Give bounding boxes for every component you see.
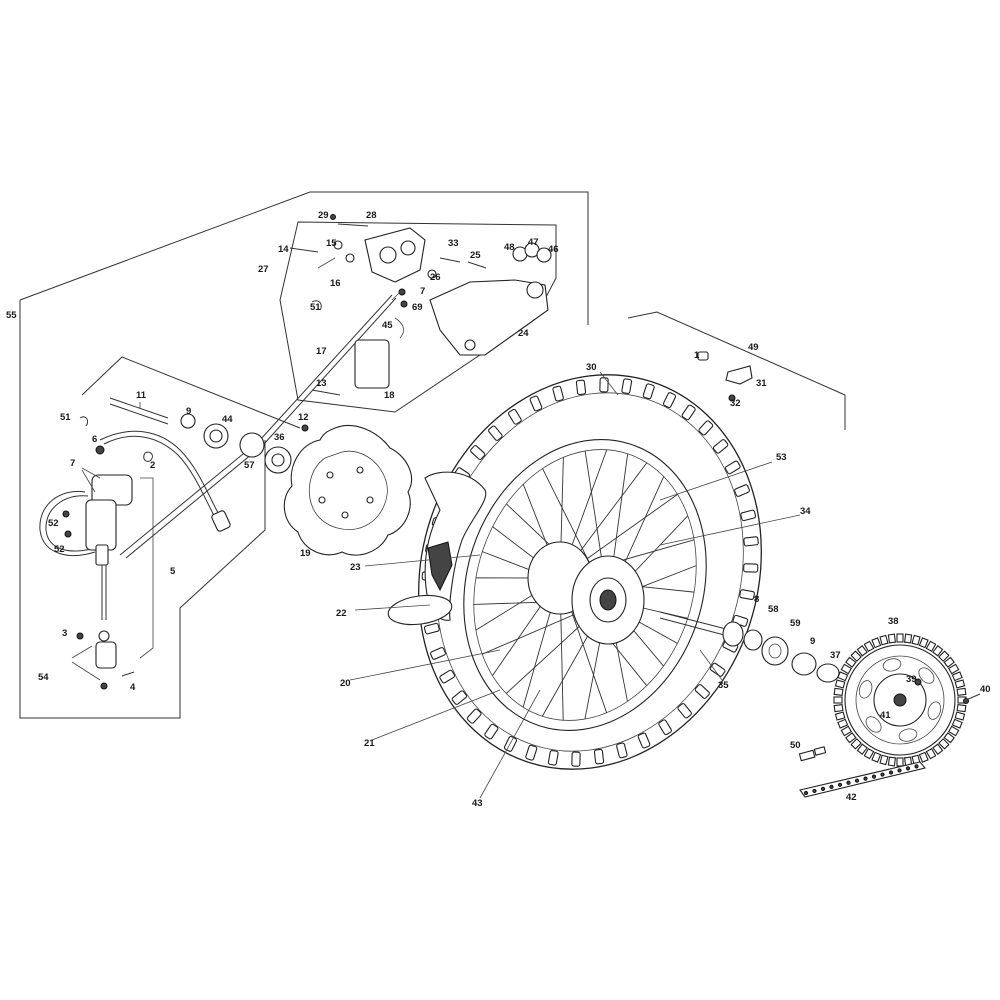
rear-sprocket [833,633,967,767]
callout-58: 58 [768,604,779,615]
callout-39: 39 [906,674,917,685]
callout-35: 35 [718,680,729,691]
callout-69: 69 [412,302,423,313]
callout-52a: 52 [48,518,59,529]
callout-5: 5 [170,566,176,577]
leader-lines [71,257,801,799]
callout-55: 55 [6,310,17,321]
brake-disc [283,424,413,556]
rear-master-cylinder [62,416,153,690]
callout-2: 2 [150,460,155,471]
callout-36: 36 [274,432,285,443]
callout-47: 47 [528,237,539,248]
bolt-40 [963,693,981,704]
callout-38: 38 [888,616,899,627]
group-outline-27 [279,221,557,413]
callout-16: 16 [330,278,341,289]
callout-42: 42 [846,792,857,803]
callout-25: 25 [470,250,481,261]
callout-26: 26 [430,272,441,283]
callout-6: 6 [92,434,97,445]
callout-19: 19 [300,548,311,559]
group-outline-5 [139,477,154,659]
callout-22: 22 [336,608,347,619]
brake-caliper-assembly [289,214,552,396]
callout-29: 29 [318,210,329,221]
callout-14: 14 [278,244,289,255]
callout-20: 20 [340,678,351,689]
brake-hose [39,294,397,559]
callout-24: 24 [518,328,529,339]
callout-31: 31 [756,378,767,389]
callout-33: 33 [448,238,459,249]
callout-52b: 52 [54,544,65,555]
callout-30: 30 [586,362,597,373]
callout-45: 45 [382,320,393,331]
callout-15: 15 [326,238,337,249]
callout-13: 13 [316,378,327,389]
drive-chain [798,746,926,798]
callout-3: 3 [62,628,67,639]
callout-40: 40 [980,684,991,695]
callout-46: 46 [548,244,559,255]
callout-43: 43 [472,798,483,809]
wheel-hub [527,541,645,645]
callout-41: 41 [880,710,891,721]
callout-labels: 55 29 28 27 14 15 16 33 25 48 47 46 26 7… [6,210,991,809]
chain-adjuster [697,351,753,402]
callout-28: 28 [366,210,377,221]
callout-18: 18 [384,390,395,401]
callout-51b: 51 [60,412,71,423]
callout-17: 17 [316,346,327,357]
callout-8: 8 [754,594,759,605]
callout-50: 50 [790,740,801,751]
callout-9b: 9 [810,636,815,647]
callout-7a: 7 [420,286,425,297]
callout-32: 32 [730,398,741,409]
callout-7b: 7 [70,458,75,469]
callout-48: 48 [504,242,515,253]
callout-53: 53 [776,452,787,463]
axle-rod [109,397,309,474]
callout-12: 12 [298,412,309,423]
callout-37: 37 [830,650,841,661]
callout-57: 57 [244,460,255,471]
callout-34: 34 [800,506,811,517]
callout-11: 11 [136,390,147,401]
callout-27: 27 [258,264,269,275]
callout-44: 44 [222,414,233,425]
callout-1: 1 [694,350,700,361]
callout-21: 21 [364,738,375,749]
inner-tube [387,471,487,626]
callout-59: 59 [790,618,801,629]
callout-54: 54 [38,672,49,683]
axle-spacers [659,611,840,683]
callout-23: 23 [350,562,361,573]
callout-51a: 51 [310,302,321,313]
group-outline-55 [19,191,589,719]
group-outline-49 [627,311,846,430]
callout-49: 49 [748,342,759,353]
callout-4: 4 [130,682,136,693]
callout-9a: 9 [186,406,191,417]
